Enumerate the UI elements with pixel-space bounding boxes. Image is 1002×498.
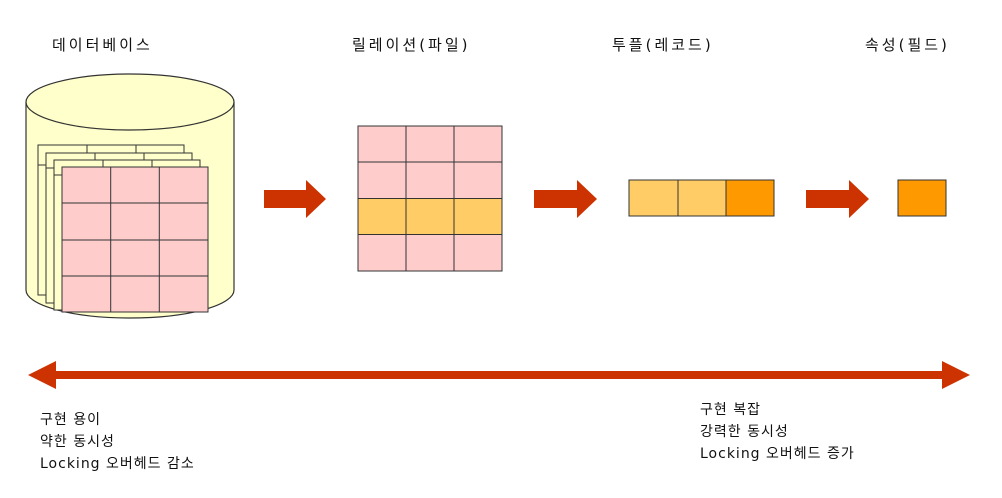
- attribute-cell: [897, 179, 947, 217]
- right-note-1: 구현 복잡: [700, 402, 761, 418]
- label-tuple: 투플(레코드): [612, 36, 714, 54]
- double-headed-arrow: [28, 361, 970, 389]
- arrow-right-3: [806, 180, 869, 218]
- tuple-row: [628, 179, 775, 217]
- left-note-2: 약한 동시성: [40, 434, 115, 450]
- arrow-right-1: [264, 180, 326, 218]
- left-note-3: Locking 오버헤드 감소: [40, 456, 195, 472]
- arrow-right-2: [534, 180, 597, 218]
- relation-grid: [357, 125, 503, 272]
- left-note-1: 구현 용이: [40, 412, 101, 428]
- label-relation: 릴레이션(파일): [352, 36, 471, 54]
- database-front-table: [61, 166, 209, 313]
- right-note-2: 강력한 동시성: [700, 424, 789, 440]
- right-notes: 구현 복잡 강력한 동시성 Locking 오버헤드 증가: [700, 400, 855, 466]
- label-attribute: 속성(필드): [865, 36, 950, 54]
- label-database: 데이터베이스: [52, 36, 153, 54]
- right-note-3: Locking 오버헤드 증가: [700, 446, 855, 462]
- left-notes: 구현 용이 약한 동시성 Locking 오버헤드 감소: [40, 410, 195, 476]
